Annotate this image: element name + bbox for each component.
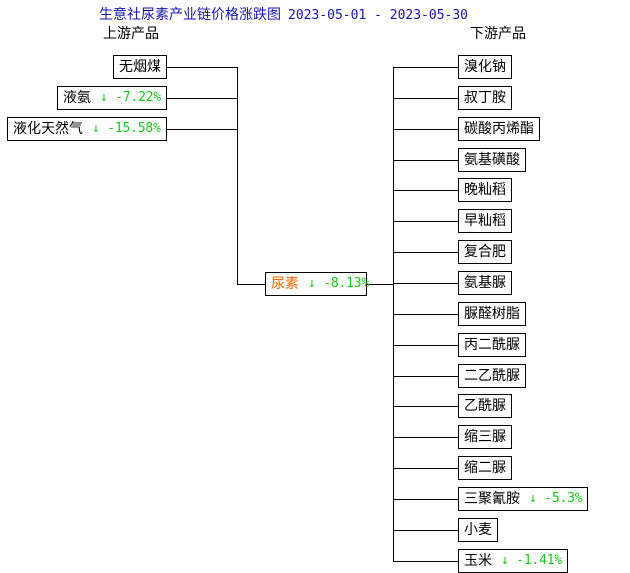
downstream-node-10[interactable]: 二乙酰脲 xyxy=(458,364,526,388)
node-label: 液氨 xyxy=(63,90,91,106)
downstream-branch-16 xyxy=(393,561,458,562)
downstream-node-8[interactable]: 脲醛树脂 xyxy=(458,302,526,326)
node-change-value: ↓ -5.3% xyxy=(529,491,583,506)
downstream-node-9[interactable]: 丙二酰脲 xyxy=(458,333,526,357)
downstream-branch-8 xyxy=(393,314,458,315)
downstream-branch-5 xyxy=(393,221,458,222)
upstream-branch-1 xyxy=(167,98,237,99)
page-title-date-range: 2023-05-01 - 2023-05-30 xyxy=(288,8,469,23)
downstream-node-2[interactable]: 碳酸丙烯酯 xyxy=(458,117,540,141)
node-label: 玉米 xyxy=(464,553,492,569)
downstream-node-6[interactable]: 复合肥 xyxy=(458,240,512,264)
upstream-branch-0 xyxy=(167,67,237,68)
center-to-downstream-trunk xyxy=(367,284,393,285)
downstream-node-1[interactable]: 叔丁胺 xyxy=(458,86,512,110)
downstream-branch-1 xyxy=(393,98,458,99)
upstream-node-1[interactable]: 液氨 ↓ -7.22% xyxy=(57,86,168,110)
downstream-branch-15 xyxy=(393,530,458,531)
downstream-node-3[interactable]: 氨基磺酸 xyxy=(458,148,526,172)
page-title-text: 生意社尿素产业链价格涨跌图 xyxy=(99,7,281,23)
downstream-branch-10 xyxy=(393,376,458,377)
node-change-value: ↓ -7.22% xyxy=(100,90,162,105)
page-title: 生意社尿素产业链价格涨跌图 2023-05-01 - 2023-05-30 xyxy=(99,7,468,24)
downstream-node-11[interactable]: 乙酰脲 xyxy=(458,394,512,418)
upstream-node-0[interactable]: 无烟煤 xyxy=(113,55,167,79)
node-change-value: ↓ -1.41% xyxy=(501,553,563,568)
node-label: 缩二脲 xyxy=(464,460,506,476)
node-label: 小麦 xyxy=(464,522,492,538)
upstream-trunk-to-center xyxy=(237,284,265,285)
upstream-branch-2 xyxy=(167,129,237,130)
downstream-node-12[interactable]: 缩三脲 xyxy=(458,425,512,449)
downstream-branch-7 xyxy=(393,283,458,284)
downstream-node-5[interactable]: 早籼稻 xyxy=(458,209,512,233)
downstream-branch-0 xyxy=(393,67,458,68)
node-label: 复合肥 xyxy=(464,244,506,260)
upstream-column-header: 上游产品 xyxy=(103,26,159,42)
downstream-branch-13 xyxy=(393,468,458,469)
node-change-value: ↓ -8.13% xyxy=(308,276,370,291)
node-label: 晚籼稻 xyxy=(464,182,506,198)
downstream-node-16[interactable]: 玉米 ↓ -1.41% xyxy=(458,549,569,573)
downstream-node-13[interactable]: 缩二脲 xyxy=(458,456,512,480)
downstream-branch-11 xyxy=(393,406,458,407)
node-label: 丙二酰脲 xyxy=(464,337,520,353)
node-label: 叔丁胺 xyxy=(464,90,506,106)
node-label: 碳酸丙烯酯 xyxy=(464,121,534,137)
downstream-node-4[interactable]: 晚籼稻 xyxy=(458,178,512,202)
downstream-node-0[interactable]: 溴化钠 xyxy=(458,55,512,79)
node-label: 缩三脲 xyxy=(464,429,506,445)
node-label: 无烟煤 xyxy=(119,59,161,75)
downstream-branch-9 xyxy=(393,345,458,346)
downstream-node-14[interactable]: 三聚氰胺 ↓ -5.3% xyxy=(458,487,589,511)
node-label: 氨基脲 xyxy=(464,275,506,291)
downstream-branch-14 xyxy=(393,499,458,500)
node-label: 溴化钠 xyxy=(464,59,506,75)
node-label: 早籼稻 xyxy=(464,213,506,229)
downstream-node-15[interactable]: 小麦 xyxy=(458,518,498,542)
downstream-branch-12 xyxy=(393,437,458,438)
downstream-branch-6 xyxy=(393,252,458,253)
downstream-branch-2 xyxy=(393,129,458,130)
downstream-trunk xyxy=(393,67,394,561)
downstream-column-header: 下游产品 xyxy=(470,26,526,42)
downstream-branch-4 xyxy=(393,190,458,191)
downstream-node-7[interactable]: 氨基脲 xyxy=(458,271,512,295)
node-label: 二乙酰脲 xyxy=(464,368,520,384)
node-label: 脲醛树脂 xyxy=(464,306,520,322)
upstream-trunk xyxy=(237,67,238,284)
center-node-urea[interactable]: 尿素 ↓ -8.13% xyxy=(265,272,370,296)
node-label: 氨基磺酸 xyxy=(464,152,520,168)
node-label: 乙酰脲 xyxy=(464,398,506,414)
downstream-branch-3 xyxy=(393,160,458,161)
node-label: 三聚氰胺 xyxy=(464,491,520,507)
upstream-node-2[interactable]: 液化天然气 ↓ -15.58% xyxy=(7,117,167,141)
node-label: 尿素 xyxy=(271,276,299,292)
node-label: 液化天然气 xyxy=(13,121,83,137)
node-change-value: ↓ -15.58% xyxy=(92,121,161,136)
